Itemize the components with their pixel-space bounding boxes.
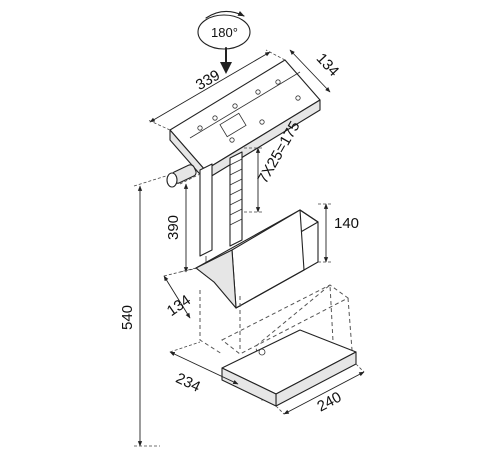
top-plate bbox=[169, 59, 321, 181]
label-140: 140 bbox=[334, 215, 359, 232]
rotation-badge: 180° bbox=[197, 10, 251, 74]
label-540: 540 bbox=[119, 305, 136, 330]
rotation-label: 180° bbox=[211, 25, 238, 40]
dim-shelf-height: 140 bbox=[318, 203, 359, 263]
dim-base-depth: 240 bbox=[275, 363, 365, 416]
rail-notches bbox=[229, 158, 243, 226]
down-arrow-head bbox=[220, 62, 232, 74]
label-134-shelf: 134 bbox=[164, 292, 194, 320]
label-134-top: 134 bbox=[313, 50, 343, 80]
rotation-arrow-icon bbox=[205, 10, 245, 19]
dim-shelf-depth: 134 bbox=[163, 267, 197, 320]
shelf-cradle bbox=[195, 209, 319, 309]
label-240: 240 bbox=[314, 389, 344, 416]
rotation-ellipse bbox=[197, 14, 251, 50]
dim-total-height: 540 bbox=[119, 175, 167, 447]
label-339: 339 bbox=[193, 67, 223, 94]
dim-column-height: 390 bbox=[165, 173, 201, 273]
label-390: 390 bbox=[165, 215, 182, 240]
label-234: 234 bbox=[173, 370, 203, 396]
adjust-knob bbox=[166, 164, 197, 188]
